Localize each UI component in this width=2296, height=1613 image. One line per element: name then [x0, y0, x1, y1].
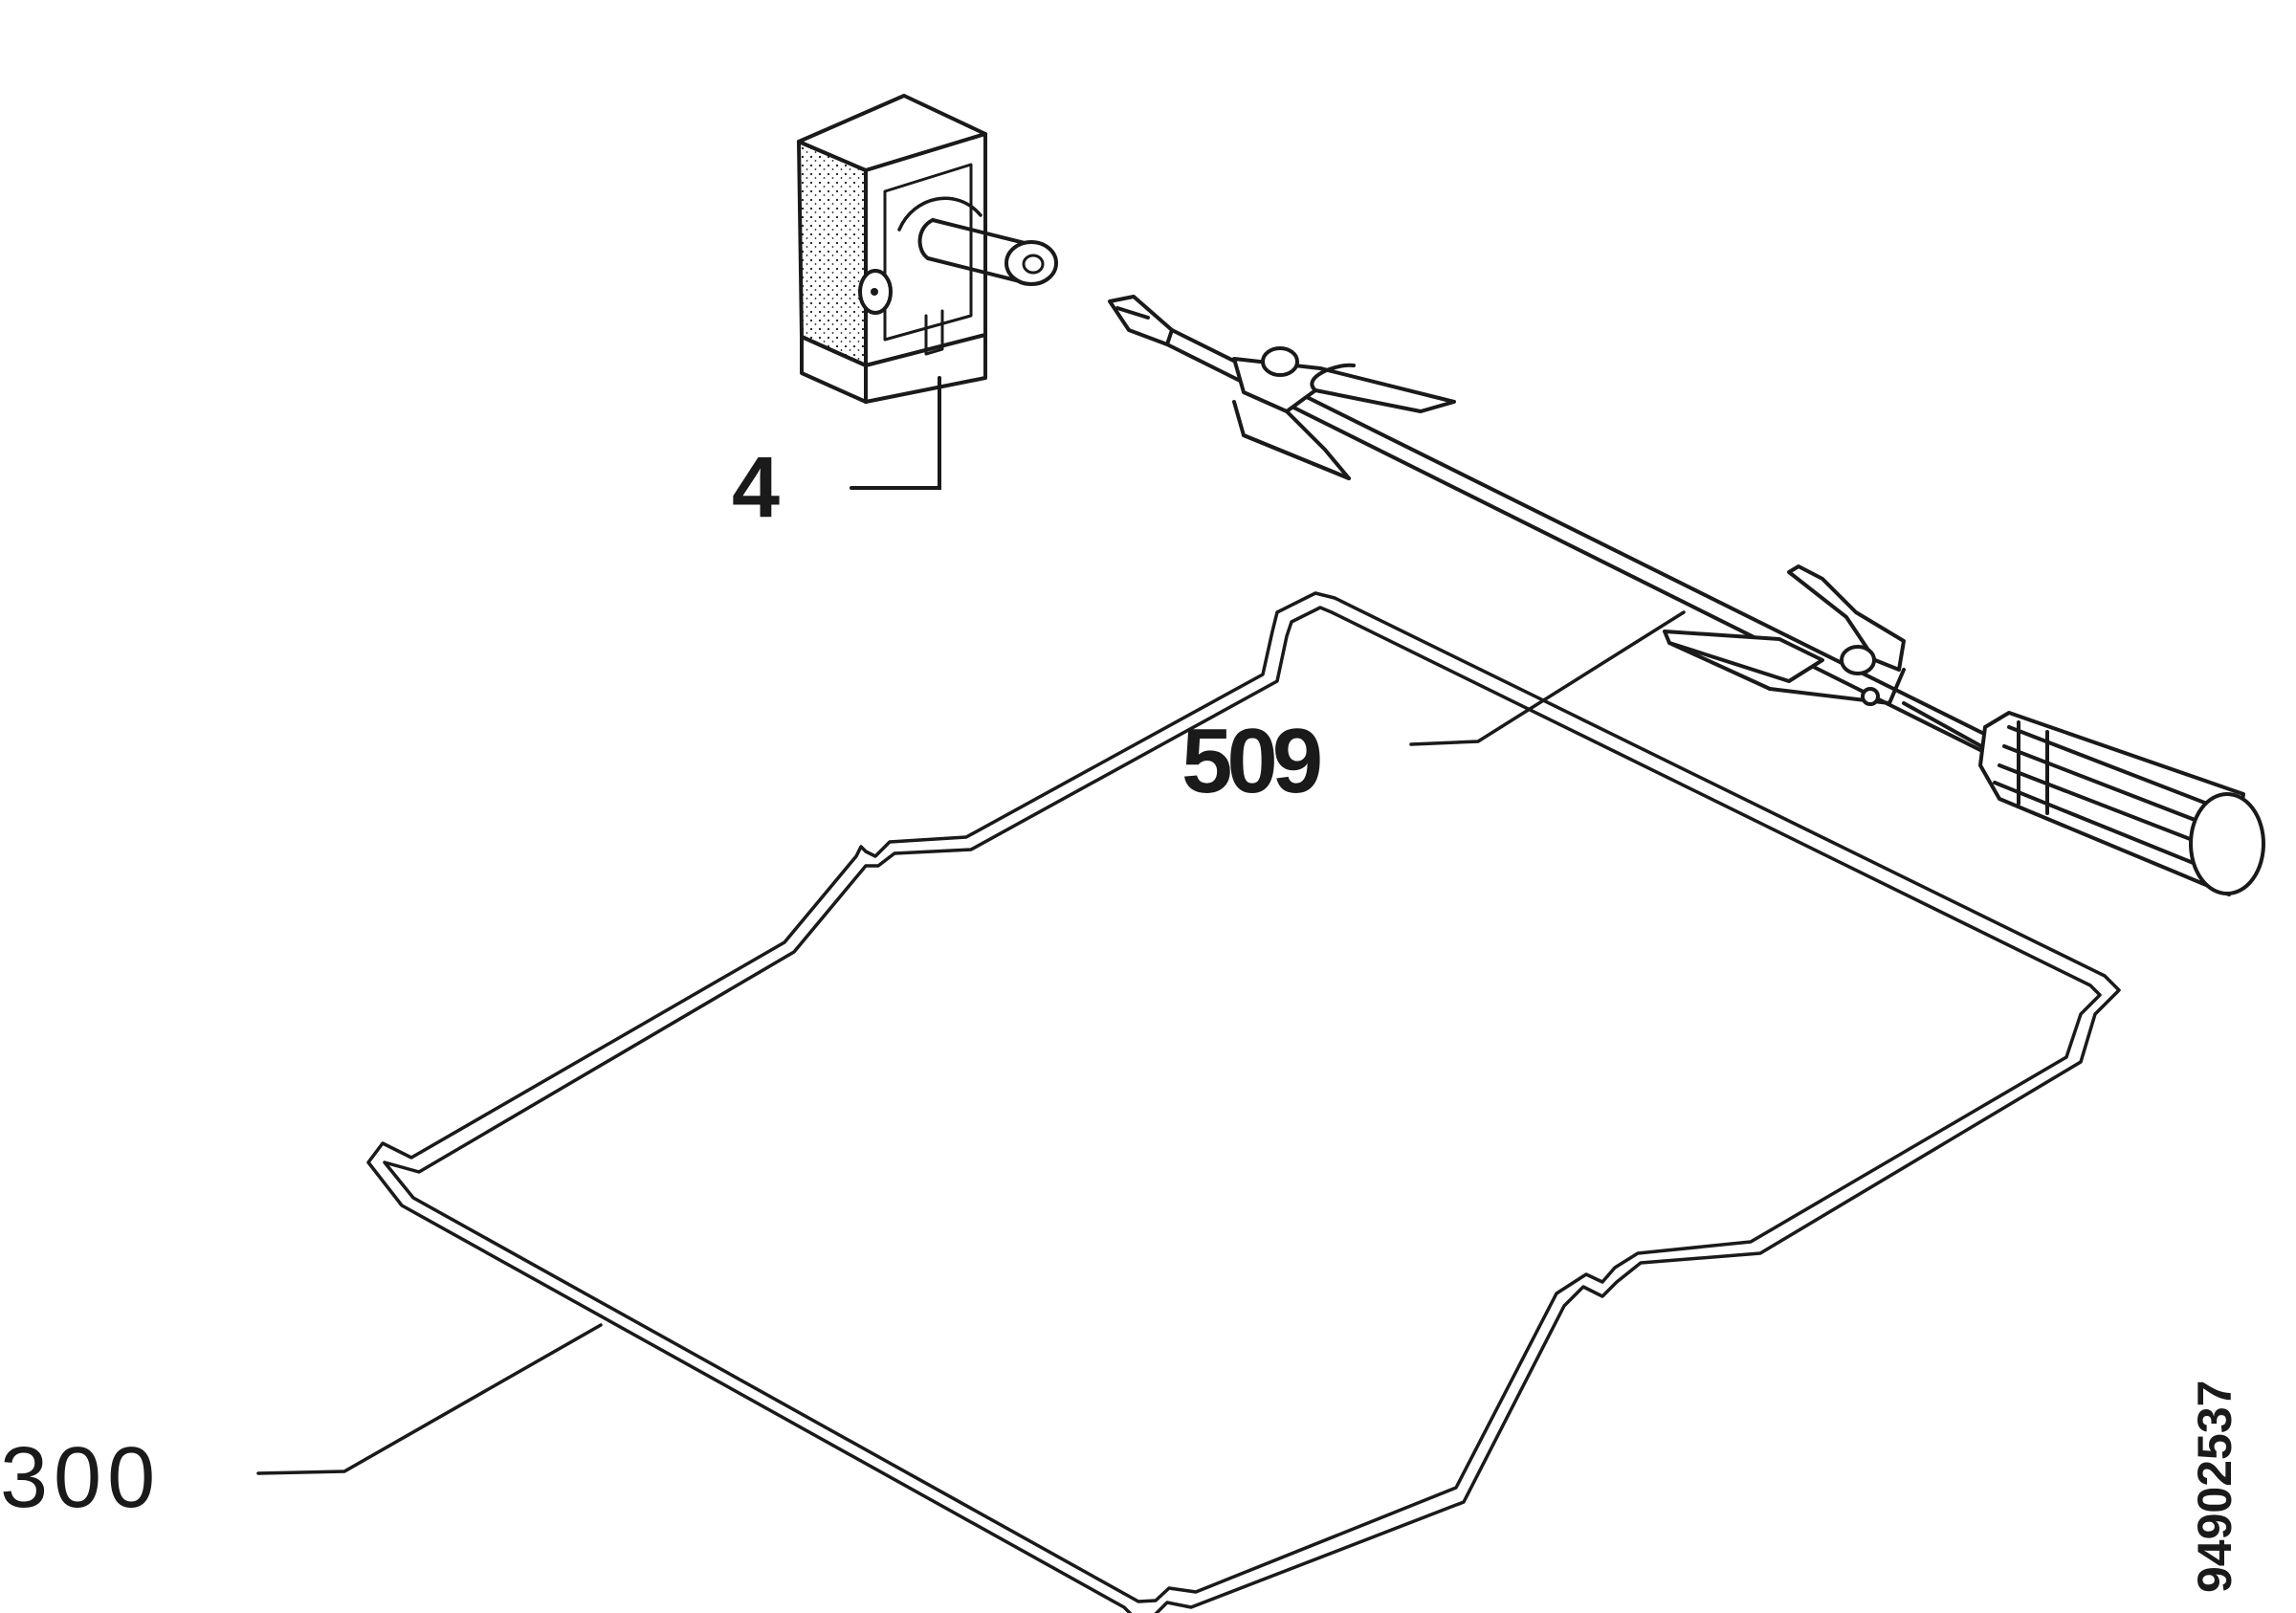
part-label-motor: 4	[732, 440, 780, 536]
rack-part	[366, 591, 2121, 1613]
part-label-rack: 300	[0, 1430, 161, 1526]
motor-part	[797, 94, 1058, 404]
rack-leader	[256, 1323, 603, 1475]
part-label-spit: 509	[1181, 710, 1320, 812]
drawing-number: 94902537	[2188, 1381, 2241, 1593]
spit-leader	[1409, 610, 1686, 746]
spit-part	[1108, 295, 2265, 896]
motor-leader	[850, 376, 941, 490]
